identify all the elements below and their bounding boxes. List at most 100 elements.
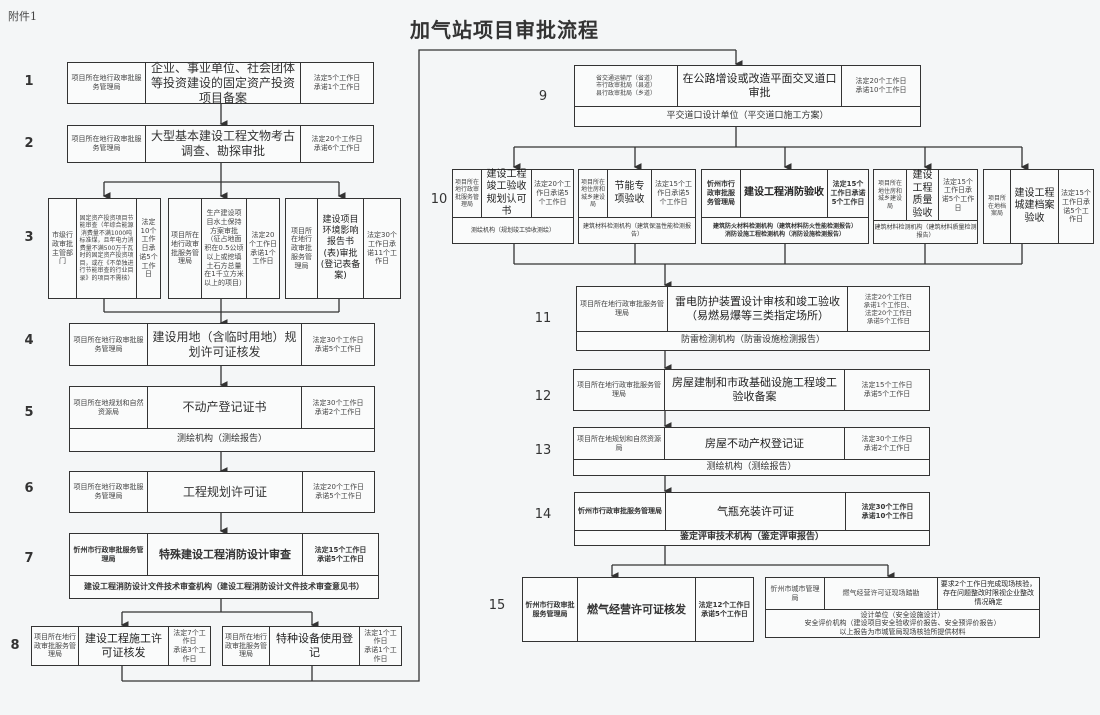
- step-10b-box: 项目所在地住房和城乡建设局 节能专项验收 法定15个工作日承诺5个工作日 建筑材…: [578, 169, 696, 244]
- step-8a-name: 建设工程施工许可证核发: [78, 627, 168, 665]
- step-10d-time: 法定15个工作日承诺5个工作日: [938, 170, 977, 220]
- step-10c-time: 法定15个工作日承诺5个工作日: [827, 170, 868, 217]
- step-number: 10: [430, 192, 448, 207]
- step-15a-name: 燃气经营许可证核发: [577, 578, 695, 641]
- step-1-dept: 项目所在地行政审批服务管理局: [71, 74, 142, 91]
- step-8b-time: 法定1个工作日 承诺1个工作日: [359, 627, 401, 665]
- step-10d-footnote: 建筑材料检测机构（建筑材料质量检测报告）: [874, 220, 977, 243]
- step-5-box: 项目所在地规划和自然资源局 不动产登记证书 法定30个工作日 承诺2个工作日 测…: [69, 386, 375, 452]
- step-10e-time: 法定15个工作日承诺5个工作日: [1058, 170, 1093, 243]
- step-10a-time: 法定20个工作日承诺5个工作日: [531, 170, 573, 217]
- step-6-name: 工程规划许可证: [147, 472, 302, 512]
- step-15b-footnote: 设计单位（安全设施设计） 安全评价机构（建设项目安全验收评价报告、安全预评价报告…: [766, 609, 1039, 637]
- step-12-dept: 项目所在地行政审批服务管理局: [577, 381, 661, 398]
- attachment-label: 附件1: [8, 10, 37, 23]
- step-1-time: 法定5个工作日 承诺1个工作日: [300, 63, 373, 103]
- step-3c-time: 法定30个工作日承诺11个工作日: [363, 199, 400, 298]
- step-6-box: 项目所在地行政审批服务管理局 工程规划许可证 法定20个工作日 承诺5个工作日: [69, 471, 375, 513]
- step-number: 13: [534, 443, 552, 458]
- step-7-dept: 忻州市行政审批服务管理局: [73, 545, 144, 563]
- step-13-box: 项目所在地规划和自然资源局 房屋不动产权登记证 法定30个工作日 承诺2个工作日…: [573, 427, 930, 476]
- step-11-footnote: 防雷检测机构（防雷设施检测报告）: [577, 331, 929, 350]
- step-13-time: 法定30个工作日 承诺2个工作日: [844, 428, 929, 459]
- step-3b-box: 项目所在地行政审批服务管理局 生产建设项目水土保持方案审批（征占地面积在0.5公…: [168, 198, 280, 299]
- step-3c-dept: 项目所在地行政审批服务管理局: [291, 226, 312, 270]
- step-14-dept: 忻州市行政审批服务管理局: [578, 507, 662, 516]
- step-9-name: 在公路增设或改造平面交叉道口审批: [677, 66, 841, 106]
- step-8b-name: 特种设备使用登记: [269, 627, 359, 665]
- step-number: 2: [24, 136, 34, 151]
- step-9-time: 法定20个工作日 承诺10个工作日: [841, 66, 920, 106]
- step-15a-box: 忻州市行政审批服务管理局 燃气经营许可证核发 法定12个工作日 承诺5个工作日: [522, 577, 754, 642]
- step-10d-name: 建设工程质量验收: [906, 170, 938, 220]
- step-1-name: 企业、事业单位、社会团体等投资建设的固定资产投资项目备案: [145, 61, 300, 105]
- step-4-time: 法定30个工作日 承诺5个工作日: [301, 324, 374, 365]
- step-4-name: 建设用地（含临时用地）规划许可证核发: [147, 324, 301, 365]
- step-14-footnote: 鉴定评审技术机构（鉴定评审报告）: [575, 530, 929, 545]
- step-number: 12: [534, 389, 552, 404]
- step-number: 11: [534, 311, 552, 326]
- step-9-footnote: 平交道口设计单位（平交道口施工方案）: [575, 106, 920, 126]
- step-11-box: 项目所在地行政审批服务管理局 雷电防护装置设计审核和竣工验收（易燃易爆等三类指定…: [576, 286, 930, 351]
- step-2-dept: 项目所在地行政审批服务管理局: [71, 135, 142, 152]
- step-1-box: 项目所在地行政审批服务管理局 企业、事业单位、社会团体等投资建设的固定资产投资项…: [67, 61, 374, 105]
- step-3a-box: 市级行政审批主管部门 固定资产投资项目节能审查（年综合能源消费量不满1000吨标…: [48, 198, 161, 299]
- step-15a-time: 法定12个工作日 承诺5个工作日: [695, 578, 753, 641]
- step-5-dept: 项目所在地规划和自然资源局: [73, 398, 144, 416]
- step-number: 5: [24, 405, 34, 420]
- step-10e-dept: 项目所在地档案局: [987, 195, 1006, 218]
- step-3c-name: 建设项目环境影响报告书(表)审批(登记表备案): [317, 199, 363, 298]
- step-4-box: 项目所在地行政审批服务管理局 建设用地（含临时用地）规划许可证核发 法定30个工…: [69, 323, 375, 366]
- step-number: 4: [24, 333, 34, 348]
- step-15a-dept: 忻州市行政审批服务管理局: [525, 600, 575, 618]
- step-14-time: 法定30个工作日 承诺10个工作日: [845, 493, 929, 530]
- step-8b-dept: 项目所在地行政审批服务管理局: [225, 632, 267, 659]
- step-5-footnote: 测绘机构（测绘报告）: [70, 428, 374, 451]
- step-10a-name: 建设工程竣工验收规划认可书: [481, 169, 531, 217]
- step-8a-time: 法定7个工作日 承诺3个工作日: [168, 627, 210, 665]
- step-number: 14: [534, 507, 552, 522]
- step-2-name: 大型基本建设工程文物考古调查、勘探审批: [145, 126, 300, 162]
- step-8a-dept: 项目所在地行政审批服务管理局: [34, 632, 76, 659]
- step-11-dept: 项目所在地行政审批服务管理局: [580, 300, 664, 317]
- step-6-time: 法定20个工作日 承诺5个工作日: [302, 472, 374, 512]
- step-10a-dept: 项目所在地行政审批服务管理局: [455, 178, 480, 209]
- step-13-footnote: 测绘机构（测绘报告）: [574, 459, 929, 475]
- step-3a-time: 法定10个工作日承诺5个工作日: [136, 199, 160, 298]
- step-14-name: 气瓶充装许可证: [665, 493, 845, 530]
- step-number: 8: [10, 638, 20, 653]
- step-3b-time: 法定20个工作日承诺1个工作日: [246, 199, 279, 298]
- step-15b-dept: 忻州市城市管理局: [770, 584, 820, 602]
- step-10c-dept: 忻州市行政审批服务管理局: [707, 180, 735, 206]
- step-13-dept: 项目所在地规划和自然资源局: [577, 434, 661, 452]
- step-12-name: 房屋建制和市政基础设施工程竣工验收备案: [664, 370, 844, 410]
- step-7-name: 特殊建设工程消防设计审查: [147, 534, 302, 575]
- step-3b-dept: 项目所在地行政审批服务管理局: [171, 231, 199, 266]
- step-5-name: 不动产登记证书: [147, 387, 301, 428]
- step-6-dept: 项目所在地行政审批服务管理局: [73, 483, 144, 500]
- step-10a-footnote: 测绘机构（规划竣工验收测绘）: [453, 217, 573, 243]
- step-10b-dept: 项目所在地住房和城乡建设局: [581, 178, 606, 209]
- step-10e-box: 项目所在地档案局 建设工程城建档案验收 法定15个工作日承诺5个工作日: [983, 169, 1094, 244]
- step-9-box: 省交通运输厅（省道） 市行政审批局（县道） 县行政审批局（乡道） 在公路增设或改…: [574, 65, 921, 127]
- step-3c-box: 项目所在地行政审批服务管理局 建设项目环境影响报告书(表)审批(登记表备案) 法…: [285, 198, 401, 299]
- step-5-time: 法定30个工作日 承诺2个工作日: [301, 387, 374, 428]
- step-number: 3: [24, 230, 34, 245]
- step-10c-footnote: 建筑防火材料检测机构（建筑材料防火性能检测报告） 消防设施工程检测机构（消防设施…: [702, 217, 868, 243]
- step-3b-name: 生产建设项目水土保持方案审批（征占地面积在0.5公顷以上或挖填土石方总量在1千立…: [201, 199, 246, 298]
- step-15b-name: 燃气经营许可证现场踏勘: [824, 578, 937, 609]
- step-12-time: 法定15个工作日 承诺5个工作日: [844, 370, 929, 410]
- step-2-box: 项目所在地行政审批服务管理局 大型基本建设工程文物考古调查、勘探审批 法定20个…: [67, 125, 374, 163]
- step-10b-name: 节能专项验收: [607, 170, 651, 217]
- step-11-name: 雷电防护装置设计审核和竣工验收（易燃易爆等三类指定场所）: [667, 287, 847, 331]
- step-8b-box: 项目所在地行政审批服务管理局 特种设备使用登记 法定1个工作日 承诺1个工作日: [222, 626, 402, 666]
- step-15b-time: 要求2个工作日完成现场核验，存在问题整改时限视企业整改情况确定: [937, 578, 1039, 609]
- step-10d-box: 项目所在地住房和城乡建设局 建设工程质量验收 法定15个工作日承诺5个工作日 建…: [873, 169, 978, 244]
- step-12-box: 项目所在地行政审批服务管理局 房屋建制和市政基础设施工程竣工验收备案 法定15个…: [573, 369, 930, 411]
- step-7-time: 法定15个工作日 承诺5个工作日: [302, 534, 378, 575]
- step-3a-dept: 市级行政审批主管部门: [52, 231, 73, 266]
- step-10c-box: 忻州市行政审批服务管理局 建设工程消防验收 法定15个工作日承诺5个工作日 建筑…: [701, 169, 869, 244]
- step-10a-box: 项目所在地行政审批服务管理局 建设工程竣工验收规划认可书 法定20个工作日承诺5…: [452, 169, 574, 244]
- step-9-dept: 省交通运输厅（省道） 市行政审批局（县道） 县行政审批局（乡道）: [595, 74, 656, 97]
